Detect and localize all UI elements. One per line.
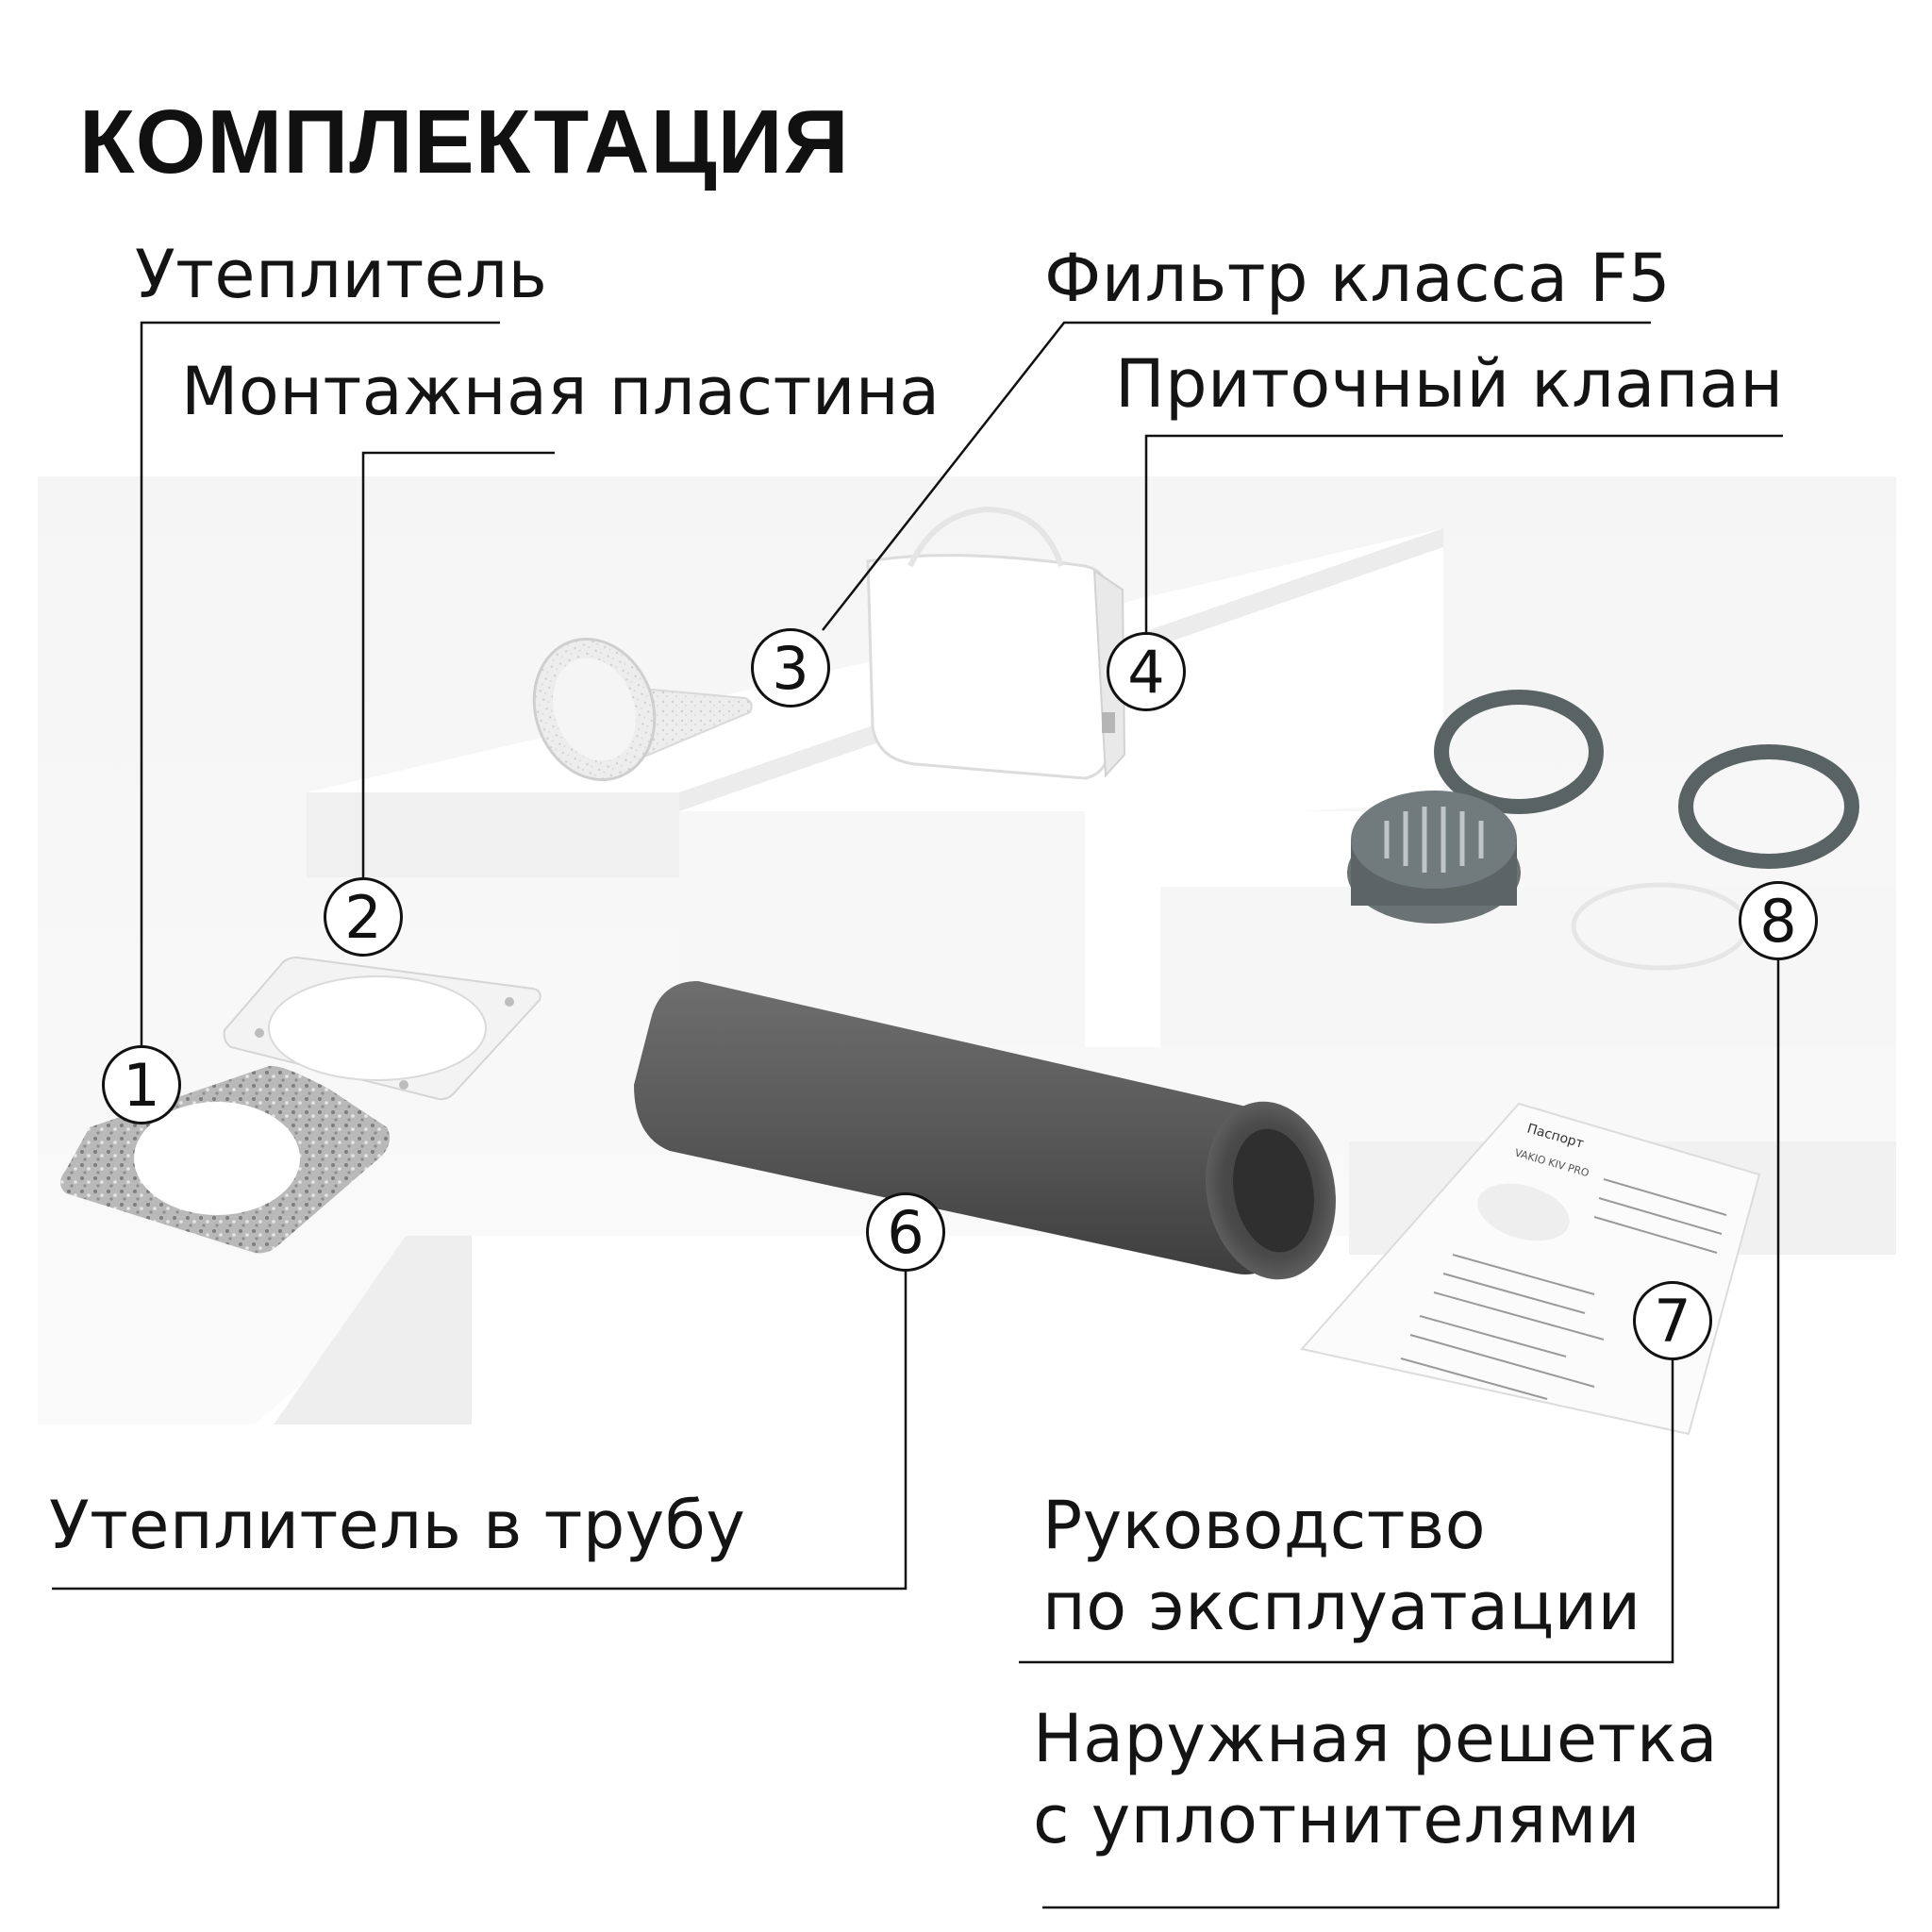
leader-line-3: [822, 321, 1651, 631]
leader-line-1: [140, 321, 500, 1045]
mounting-plate-illustration: [223, 956, 541, 1101]
label-mounting-plate: Монтажная пластина: [181, 353, 941, 430]
leader-line-2: [361, 451, 555, 877]
marker-3: 3: [751, 628, 830, 708]
leader-line-8: [1042, 960, 1780, 1909]
label-filter: Фильтр класса F5: [1044, 240, 1672, 317]
leader-line-6: [52, 1272, 908, 1591]
manual-booklet-illustration: Паспорт VAKIO KIV PRO: [1300, 1102, 1761, 1436]
label-pipe-insulation: Утеплитель в трубу: [49, 1487, 746, 1564]
leader-line-4: [1144, 434, 1783, 632]
label-grille-line1: Наружная решетка: [1033, 1700, 1719, 1777]
label-insulation: Утеплитель: [135, 236, 548, 313]
page-title: КОМПЛЕКТАЦИЯ: [79, 92, 850, 192]
marker-7: 7: [1633, 1281, 1712, 1360]
pipe-insulation-illustration: [634, 981, 1336, 1280]
leader-line-7: [1019, 1360, 1674, 1664]
label-manual-line2: по эксплуатации: [1042, 1568, 1641, 1645]
supply-valve-illustration: [866, 506, 1126, 780]
marker-2: 2: [324, 877, 403, 957]
label-grille-line2: с уплотнителями: [1033, 1781, 1641, 1858]
label-manual-line1: Руководство: [1042, 1487, 1487, 1564]
marker-6: 6: [866, 1192, 945, 1272]
marker-4: 4: [1107, 632, 1186, 711]
label-supply-valve: Приточный клапан: [1115, 345, 1784, 423]
filter-illustration: [532, 638, 753, 781]
grille-and-seals-illustration: [1347, 690, 1859, 971]
marker-1: 1: [102, 1045, 181, 1124]
marker-8: 8: [1739, 881, 1818, 960]
